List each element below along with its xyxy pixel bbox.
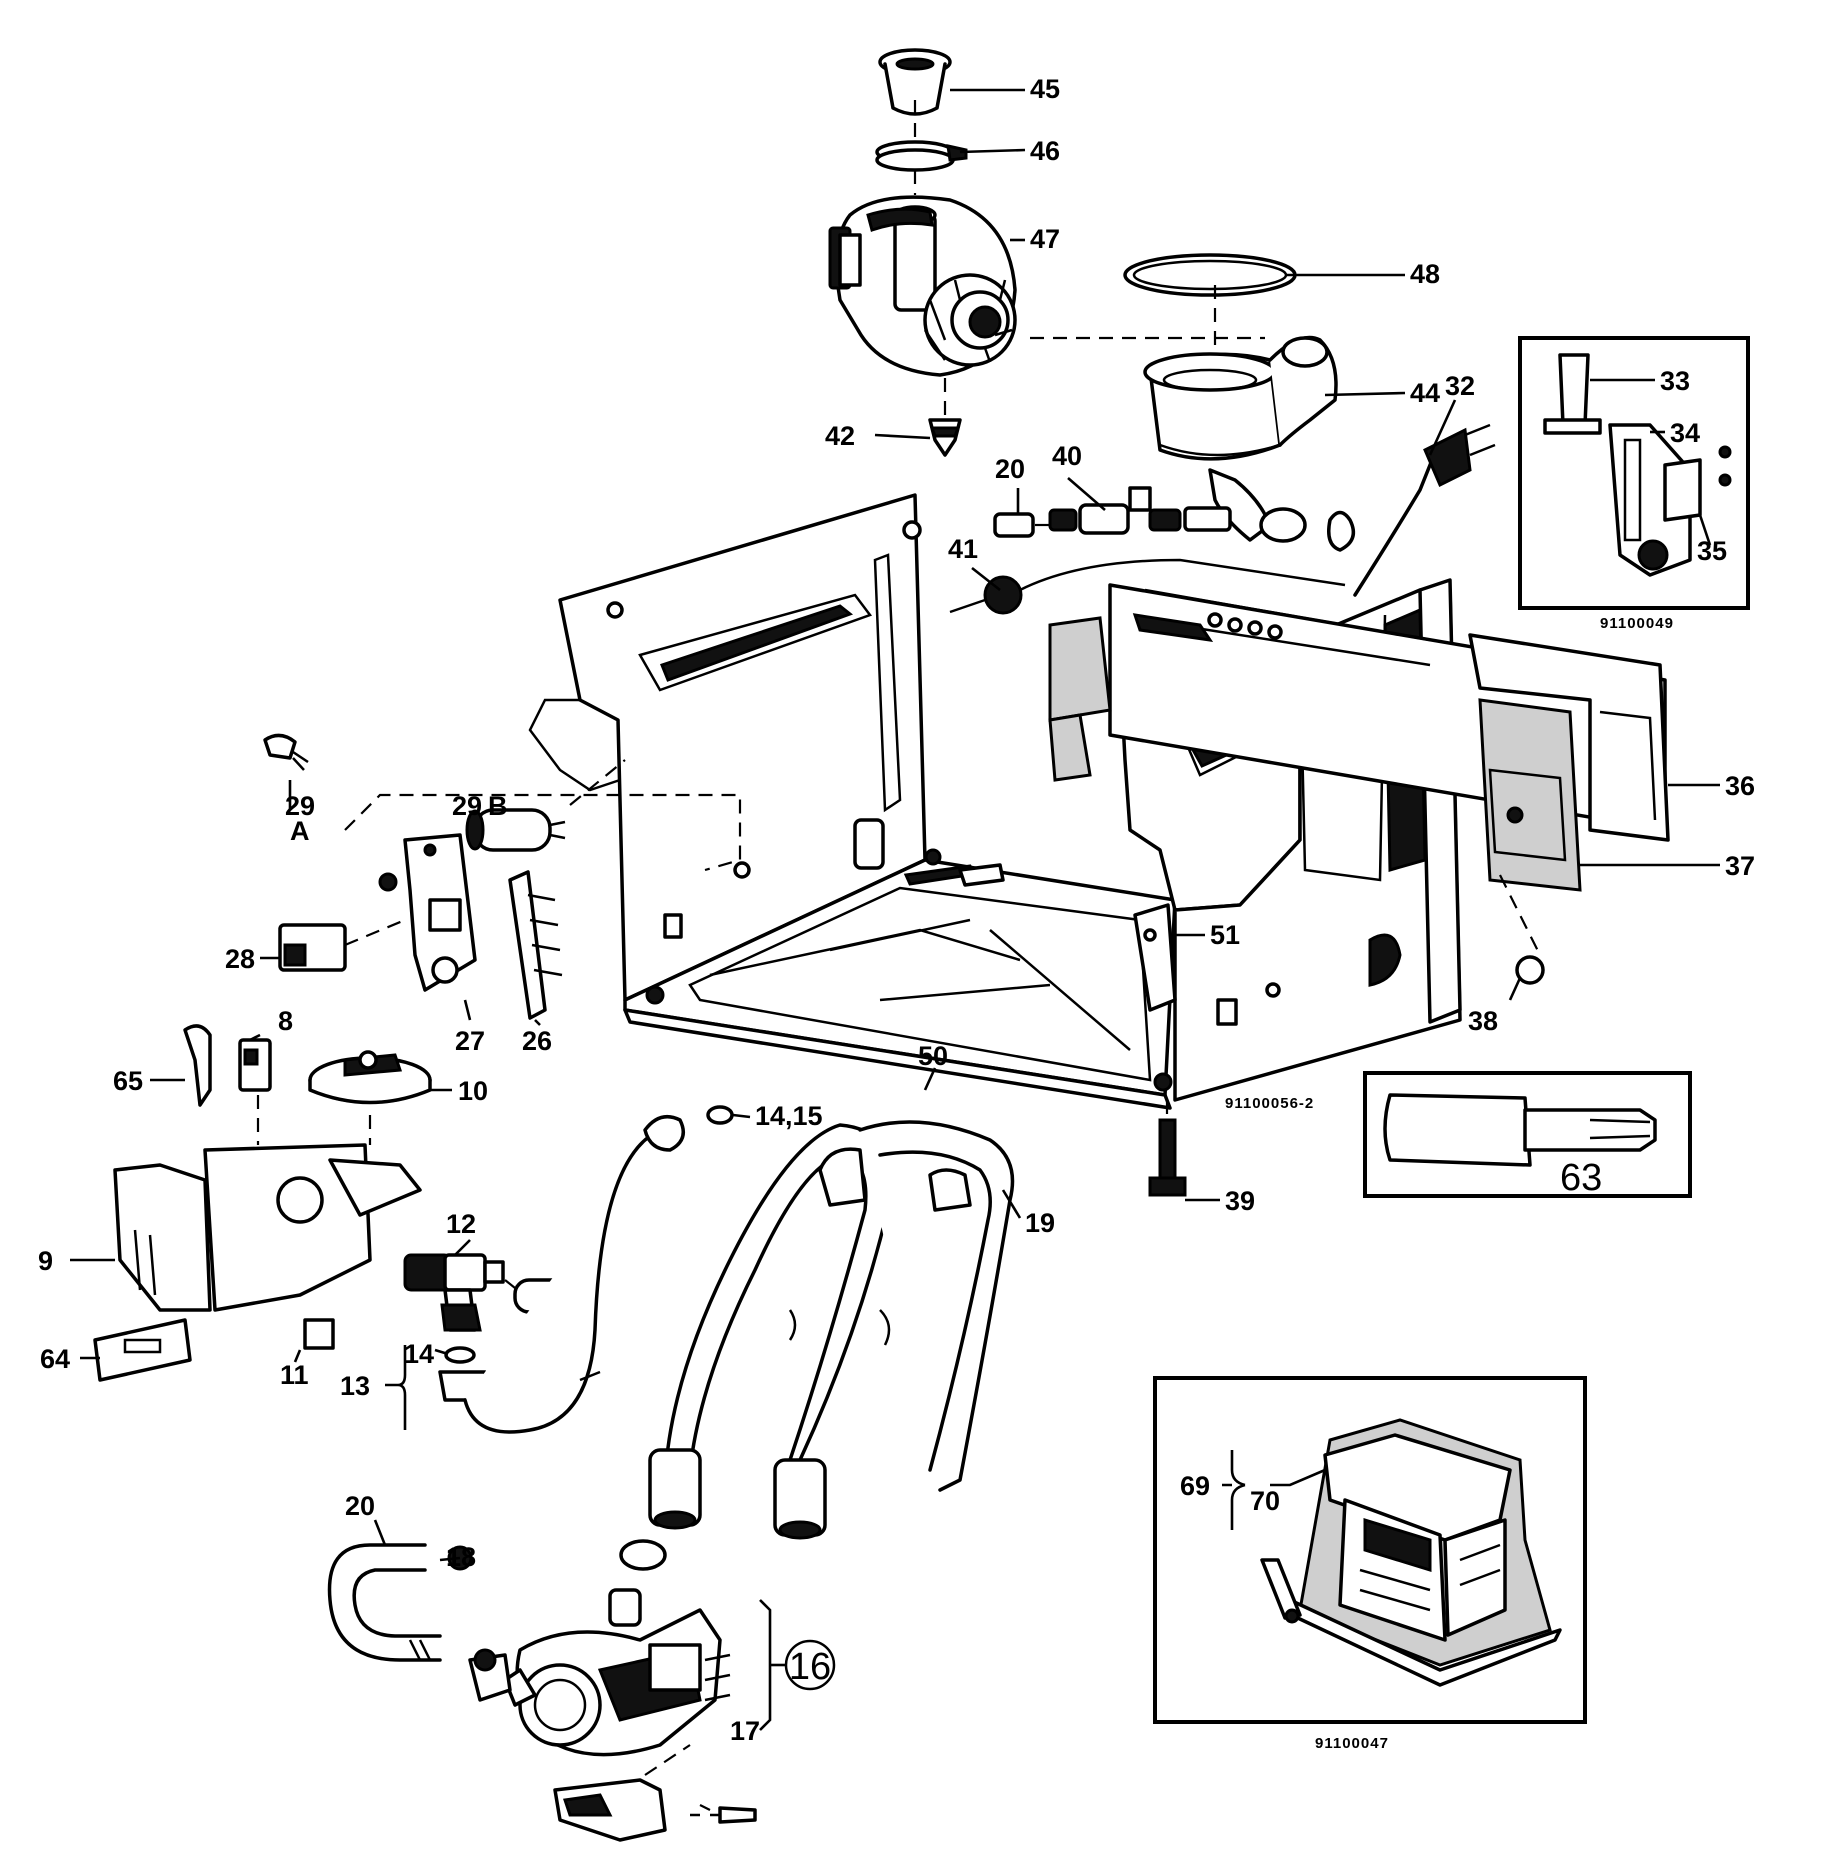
part-16-drain-pump: [468, 1588, 731, 1757]
part-14-15-seal: [706, 1105, 734, 1125]
callout-41: 41: [948, 534, 978, 564]
callout-47: 47: [1030, 224, 1060, 254]
callout-45: 45: [1030, 74, 1060, 104]
part-63-tool: [1383, 1093, 1657, 1167]
callout-20-lower: 20: [345, 1491, 375, 1521]
assembly-axis: [913, 100, 947, 418]
part-65-lever: [183, 1024, 212, 1107]
callout-27: 27: [455, 1026, 485, 1056]
callout-69: 69: [1180, 1471, 1210, 1501]
callout-70: 70: [1250, 1486, 1280, 1516]
callout-63: 63: [1560, 1157, 1602, 1199]
callout-33: 33: [1660, 366, 1690, 396]
callout-36: 36: [1725, 771, 1755, 801]
inset-tool-box: [1363, 1071, 1692, 1198]
part-28-relay: [278, 918, 406, 972]
callout-35: 35: [1697, 536, 1727, 566]
leader-lines: [70, 88, 1720, 1731]
callout-10: 10: [458, 1076, 488, 1106]
callout-65: 65: [113, 1066, 143, 1096]
part-13-nut-hose: [438, 1114, 686, 1434]
callout-16-text: 16: [789, 1646, 831, 1688]
callout-16: 16: [784, 1639, 836, 1691]
part-42-drive-coupling: [928, 418, 962, 457]
part-46-hose-clamp: [875, 140, 968, 172]
callout-42: 42: [825, 421, 855, 451]
part-9-control-bracket: [113, 1143, 422, 1312]
callout-14: 14: [404, 1339, 434, 1369]
part-20-inlet-hose-end: [993, 512, 1035, 538]
inset-bracket-box: [1518, 336, 1750, 610]
callout-46: 46: [1030, 136, 1060, 166]
part-29b-capacitor: [465, 808, 566, 852]
callout-51: 51: [1210, 920, 1240, 950]
callout-29b: 29: [452, 791, 482, 821]
part-11-pad: [303, 1318, 335, 1350]
callout-12: 12: [446, 1209, 476, 1239]
callout-39: 39: [1225, 1186, 1255, 1216]
chassis-frame: [528, 493, 1670, 1197]
callout-29: 29: [285, 791, 315, 821]
hose-clamp: [619, 1539, 667, 1571]
callout-13: 13: [340, 1371, 370, 1401]
part-40-air-break: [1048, 486, 1232, 535]
callout-8: 8: [278, 1006, 293, 1036]
callout-50: 50: [918, 1041, 948, 1071]
part-17-pump-bracket: [553, 1778, 757, 1842]
inset-transformer-box: [1153, 1376, 1587, 1724]
callout-48: 48: [1410, 259, 1440, 289]
part-70-pin: [1260, 1558, 1302, 1624]
part-44-sump: [1143, 335, 1338, 543]
callout-9: 9: [38, 1246, 53, 1276]
part-47-circulation-pump: [828, 195, 1017, 377]
callout-38: 38: [1468, 1006, 1498, 1036]
part-33-hinge-bracket: [1543, 353, 1602, 435]
screw: [378, 872, 398, 892]
ref-code-transformer: 91100047: [1315, 1735, 1389, 1752]
ref-code-bracket: 91100049: [1600, 615, 1674, 632]
callout-28: 28: [225, 944, 255, 974]
part-48-sump-seal-ring: [1123, 253, 1297, 297]
callout-14-15: 14,15: [755, 1101, 823, 1131]
part-27-control-board: [403, 833, 477, 992]
part-29-wire-connector: [263, 733, 309, 771]
part-32-power-cord: [1353, 423, 1496, 597]
part-64-slider: [93, 1318, 192, 1382]
callout-20-upper: 20: [995, 454, 1025, 484]
part-50-19-drain-hose: [648, 1120, 1015, 1540]
callout-40: 40: [1052, 441, 1082, 471]
part-26-terminal-block: [508, 870, 563, 1020]
callout-44: 44: [1410, 378, 1440, 408]
callout-26: 26: [522, 1026, 552, 1056]
callout-19: 19: [1025, 1208, 1055, 1238]
callout-64: 64: [40, 1344, 70, 1374]
mounting-outline: [344, 793, 742, 872]
callout-18: 18: [446, 1542, 476, 1572]
callout-11: 11: [280, 1360, 309, 1390]
callout-17: 17: [730, 1716, 760, 1746]
ref-code-main: 91100056-2: [1225, 1095, 1314, 1112]
clip: [1327, 510, 1356, 552]
part-10-pressure-switch: [308, 1050, 432, 1105]
part-69-transformer: [1283, 1418, 1562, 1687]
part-14-washer: [444, 1346, 476, 1364]
callout-34: 34: [1670, 418, 1700, 448]
part-8-microswitch: [238, 1038, 272, 1092]
callout-29b-suffix: B: [488, 791, 508, 821]
part-38-cap: [1499, 874, 1545, 985]
part-20-pump-hose: [327, 1543, 442, 1662]
callout-29-a: A: [290, 816, 310, 846]
callout-32: 32: [1445, 371, 1475, 401]
part-34-hinge-arm: [1608, 423, 1692, 577]
callout-37: 37: [1725, 851, 1755, 881]
